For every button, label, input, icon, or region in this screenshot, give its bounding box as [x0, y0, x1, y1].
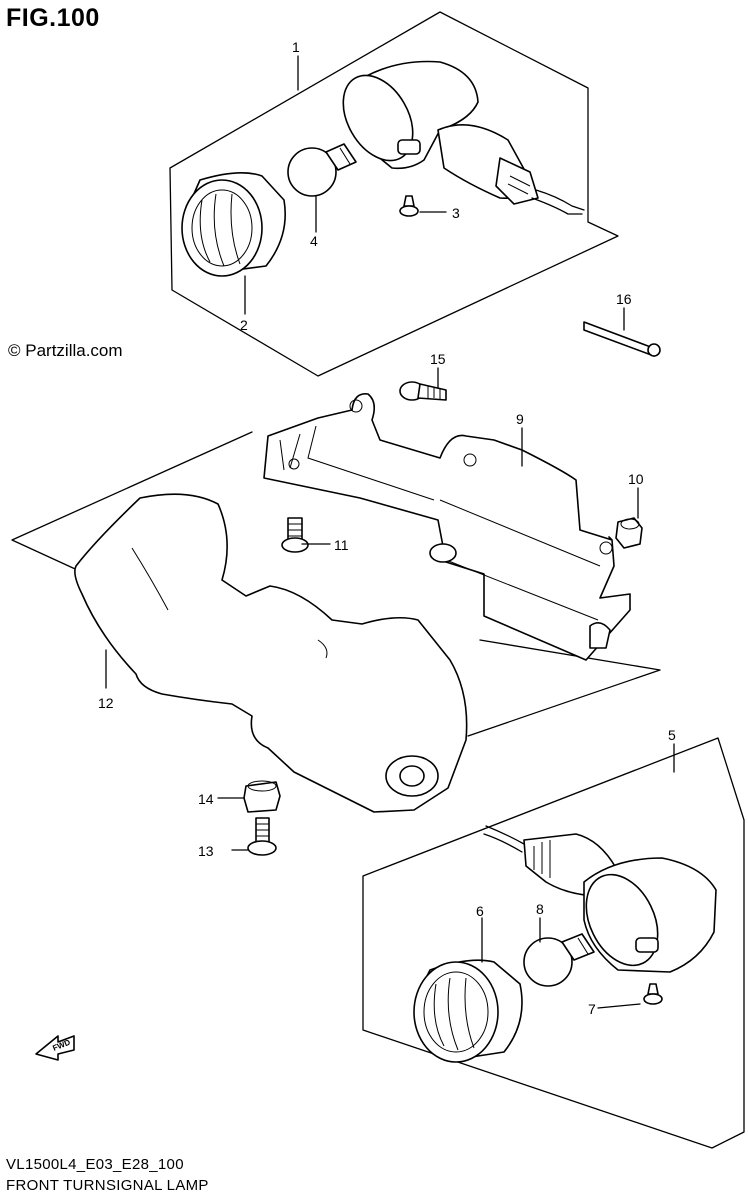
- lower-screw-part[interactable]: [643, 983, 663, 1005]
- upper-screw-part[interactable]: [399, 195, 419, 217]
- callout-14: 14: [198, 791, 214, 807]
- callout-2: 2: [240, 317, 248, 333]
- cover-mount-bolt-part[interactable]: [247, 817, 277, 856]
- cover-bolt-part[interactable]: [281, 517, 457, 563]
- grommet-part[interactable]: [615, 517, 643, 549]
- callout-7: 7: [588, 1001, 596, 1017]
- diagram-name: FRONT TURNSIGNAL LAMP: [6, 1177, 209, 1194]
- lower-assembly-frame: [362, 737, 745, 1149]
- lower-housing-part[interactable]: [483, 825, 717, 977]
- callout-11: 11: [334, 537, 349, 553]
- lower-bulb-part[interactable]: [523, 933, 595, 987]
- model-code: VL1500L4_E03_E28_100: [6, 1156, 184, 1173]
- cover-grommet-part[interactable]: [243, 780, 281, 813]
- callout-labels: 1 2 3 4 5 6 7 8 9 10 11 12 13 14 15 16: [98, 39, 676, 1017]
- figure-title: FIG.100: [6, 4, 100, 32]
- callout-4: 4: [310, 233, 318, 249]
- upper-assembly-frame: [169, 11, 619, 377]
- bracket-bolt-part[interactable]: [399, 381, 447, 401]
- leader-lines: [105, 55, 675, 1009]
- callout-10: 10: [628, 471, 644, 487]
- fwd-arrow-icon: FWD: [35, 1035, 75, 1061]
- callout-5: 5: [668, 727, 676, 743]
- callout-13: 13: [198, 843, 214, 859]
- callout-8: 8: [536, 901, 544, 917]
- upper-bulb-part[interactable]: [287, 143, 357, 197]
- callout-3: 3: [452, 205, 460, 221]
- callout-16: 16: [616, 291, 632, 307]
- lower-lens-part[interactable]: [413, 959, 523, 1063]
- turnsignal-cover-part[interactable]: [74, 493, 468, 813]
- callout-1: 1: [292, 39, 300, 55]
- callout-6: 6: [476, 903, 484, 919]
- upper-lens-part[interactable]: [181, 172, 286, 277]
- callout-9: 9: [516, 411, 524, 427]
- copyright-notice: © Partzilla.com: [8, 341, 123, 360]
- callout-15: 15: [430, 351, 446, 367]
- wire-band-part[interactable]: [583, 321, 661, 357]
- upper-housing-part[interactable]: [329, 60, 585, 215]
- callout-12: 12: [98, 695, 114, 711]
- turnsignal-bracket-part[interactable]: [263, 393, 631, 661]
